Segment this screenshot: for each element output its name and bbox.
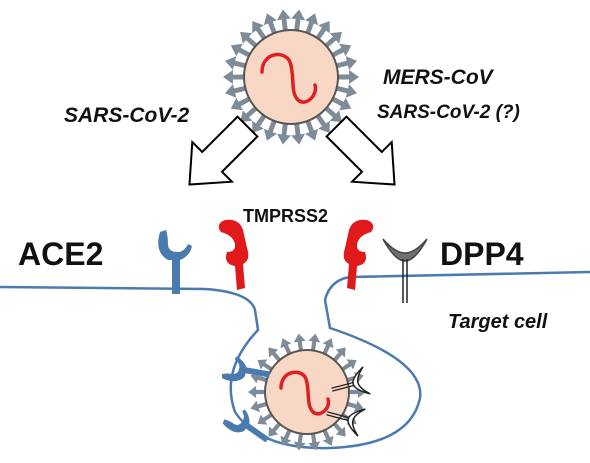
arrow-right — [325, 115, 396, 186]
spike-protein-icon — [250, 400, 269, 413]
spike-protein-icon — [345, 400, 364, 413]
spike-protein-icon — [248, 386, 266, 398]
spike-protein-icon — [280, 428, 292, 446]
spike-protein-icon — [335, 84, 357, 98]
spike-protein-icon — [323, 105, 342, 123]
viral-rna-icon — [279, 370, 331, 416]
tmprss2-left — [218, 219, 249, 290]
spike-protein-icon — [335, 56, 357, 70]
spike-protein-icon — [291, 122, 305, 145]
dpp4-receptor-vesicle-bottom — [326, 408, 366, 437]
virion-top — [223, 9, 359, 145]
spike-protein-icon — [332, 347, 346, 363]
label-right-virus-1: MERS-CoV — [383, 66, 495, 89]
spike-protein-icon — [268, 421, 282, 437]
dpp4-receptor-vesicle-top — [331, 366, 371, 395]
spike-protein-icon — [225, 84, 247, 98]
virion-bottom — [248, 333, 366, 451]
viral-rna-icon — [260, 52, 318, 104]
spike-protein-icon — [337, 70, 359, 84]
label-cell: Target cell — [448, 311, 548, 333]
cell-membrane — [0, 270, 590, 450]
spike-protein-icon — [257, 359, 274, 372]
spike-protein-icon — [225, 56, 247, 70]
ace2-receptor — [158, 230, 192, 294]
spike-ring-top — [223, 9, 359, 145]
spike-protein-icon — [240, 31, 259, 49]
spike-protein-icon — [277, 9, 291, 32]
spike-ring-bottom — [248, 333, 366, 451]
spike-protein-icon — [291, 9, 305, 32]
spike-protein-icon — [322, 338, 334, 356]
spike-protein-icon — [280, 338, 292, 356]
spike-protein-icon — [263, 13, 277, 35]
spike-protein-icon — [305, 119, 319, 141]
spike-protein-icon — [315, 113, 330, 133]
spike-protein-icon — [332, 421, 346, 437]
spike-protein-icon — [252, 113, 267, 133]
spike-protein-icon — [263, 119, 277, 141]
spike-protein-icon — [223, 70, 245, 84]
spike-protein-icon — [315, 21, 330, 41]
spike-protein-icon — [268, 347, 282, 363]
spike-protein-icon — [240, 105, 259, 123]
ace2-receptor-vesicle-bottom — [222, 409, 270, 443]
spike-protein-icon — [322, 428, 334, 446]
ace2-receptor-vesicle-top — [221, 356, 271, 382]
spike-protein-icon — [305, 13, 319, 35]
label-left-virus: SARS-CoV-2 — [64, 104, 190, 127]
spike-protein-icon — [277, 122, 291, 145]
dpp4-receptor — [382, 238, 428, 303]
spike-protein-icon — [230, 96, 252, 111]
label-right-receptor: DPP4 — [440, 236, 524, 272]
label-left-receptor: ACE2 — [18, 236, 103, 272]
spike-protein-icon — [230, 43, 252, 58]
spike-protein-icon — [293, 432, 306, 451]
spike-protein-icon — [330, 43, 352, 58]
spike-protein-icon — [308, 333, 321, 352]
spike-protein-icon — [323, 31, 342, 49]
label-protease: TMPRSS2 — [243, 206, 328, 226]
spike-protein-icon — [340, 359, 357, 372]
spike-protein-icon — [308, 432, 321, 451]
tmprss2-right — [343, 219, 374, 290]
spike-protein-icon — [293, 333, 306, 352]
spike-protein-icon — [330, 96, 352, 111]
label-right-virus-2: SARS-CoV-2 (?) — [377, 102, 520, 123]
spike-protein-icon — [257, 412, 274, 425]
spike-protein-icon — [252, 21, 267, 41]
arrow-left — [188, 115, 259, 186]
